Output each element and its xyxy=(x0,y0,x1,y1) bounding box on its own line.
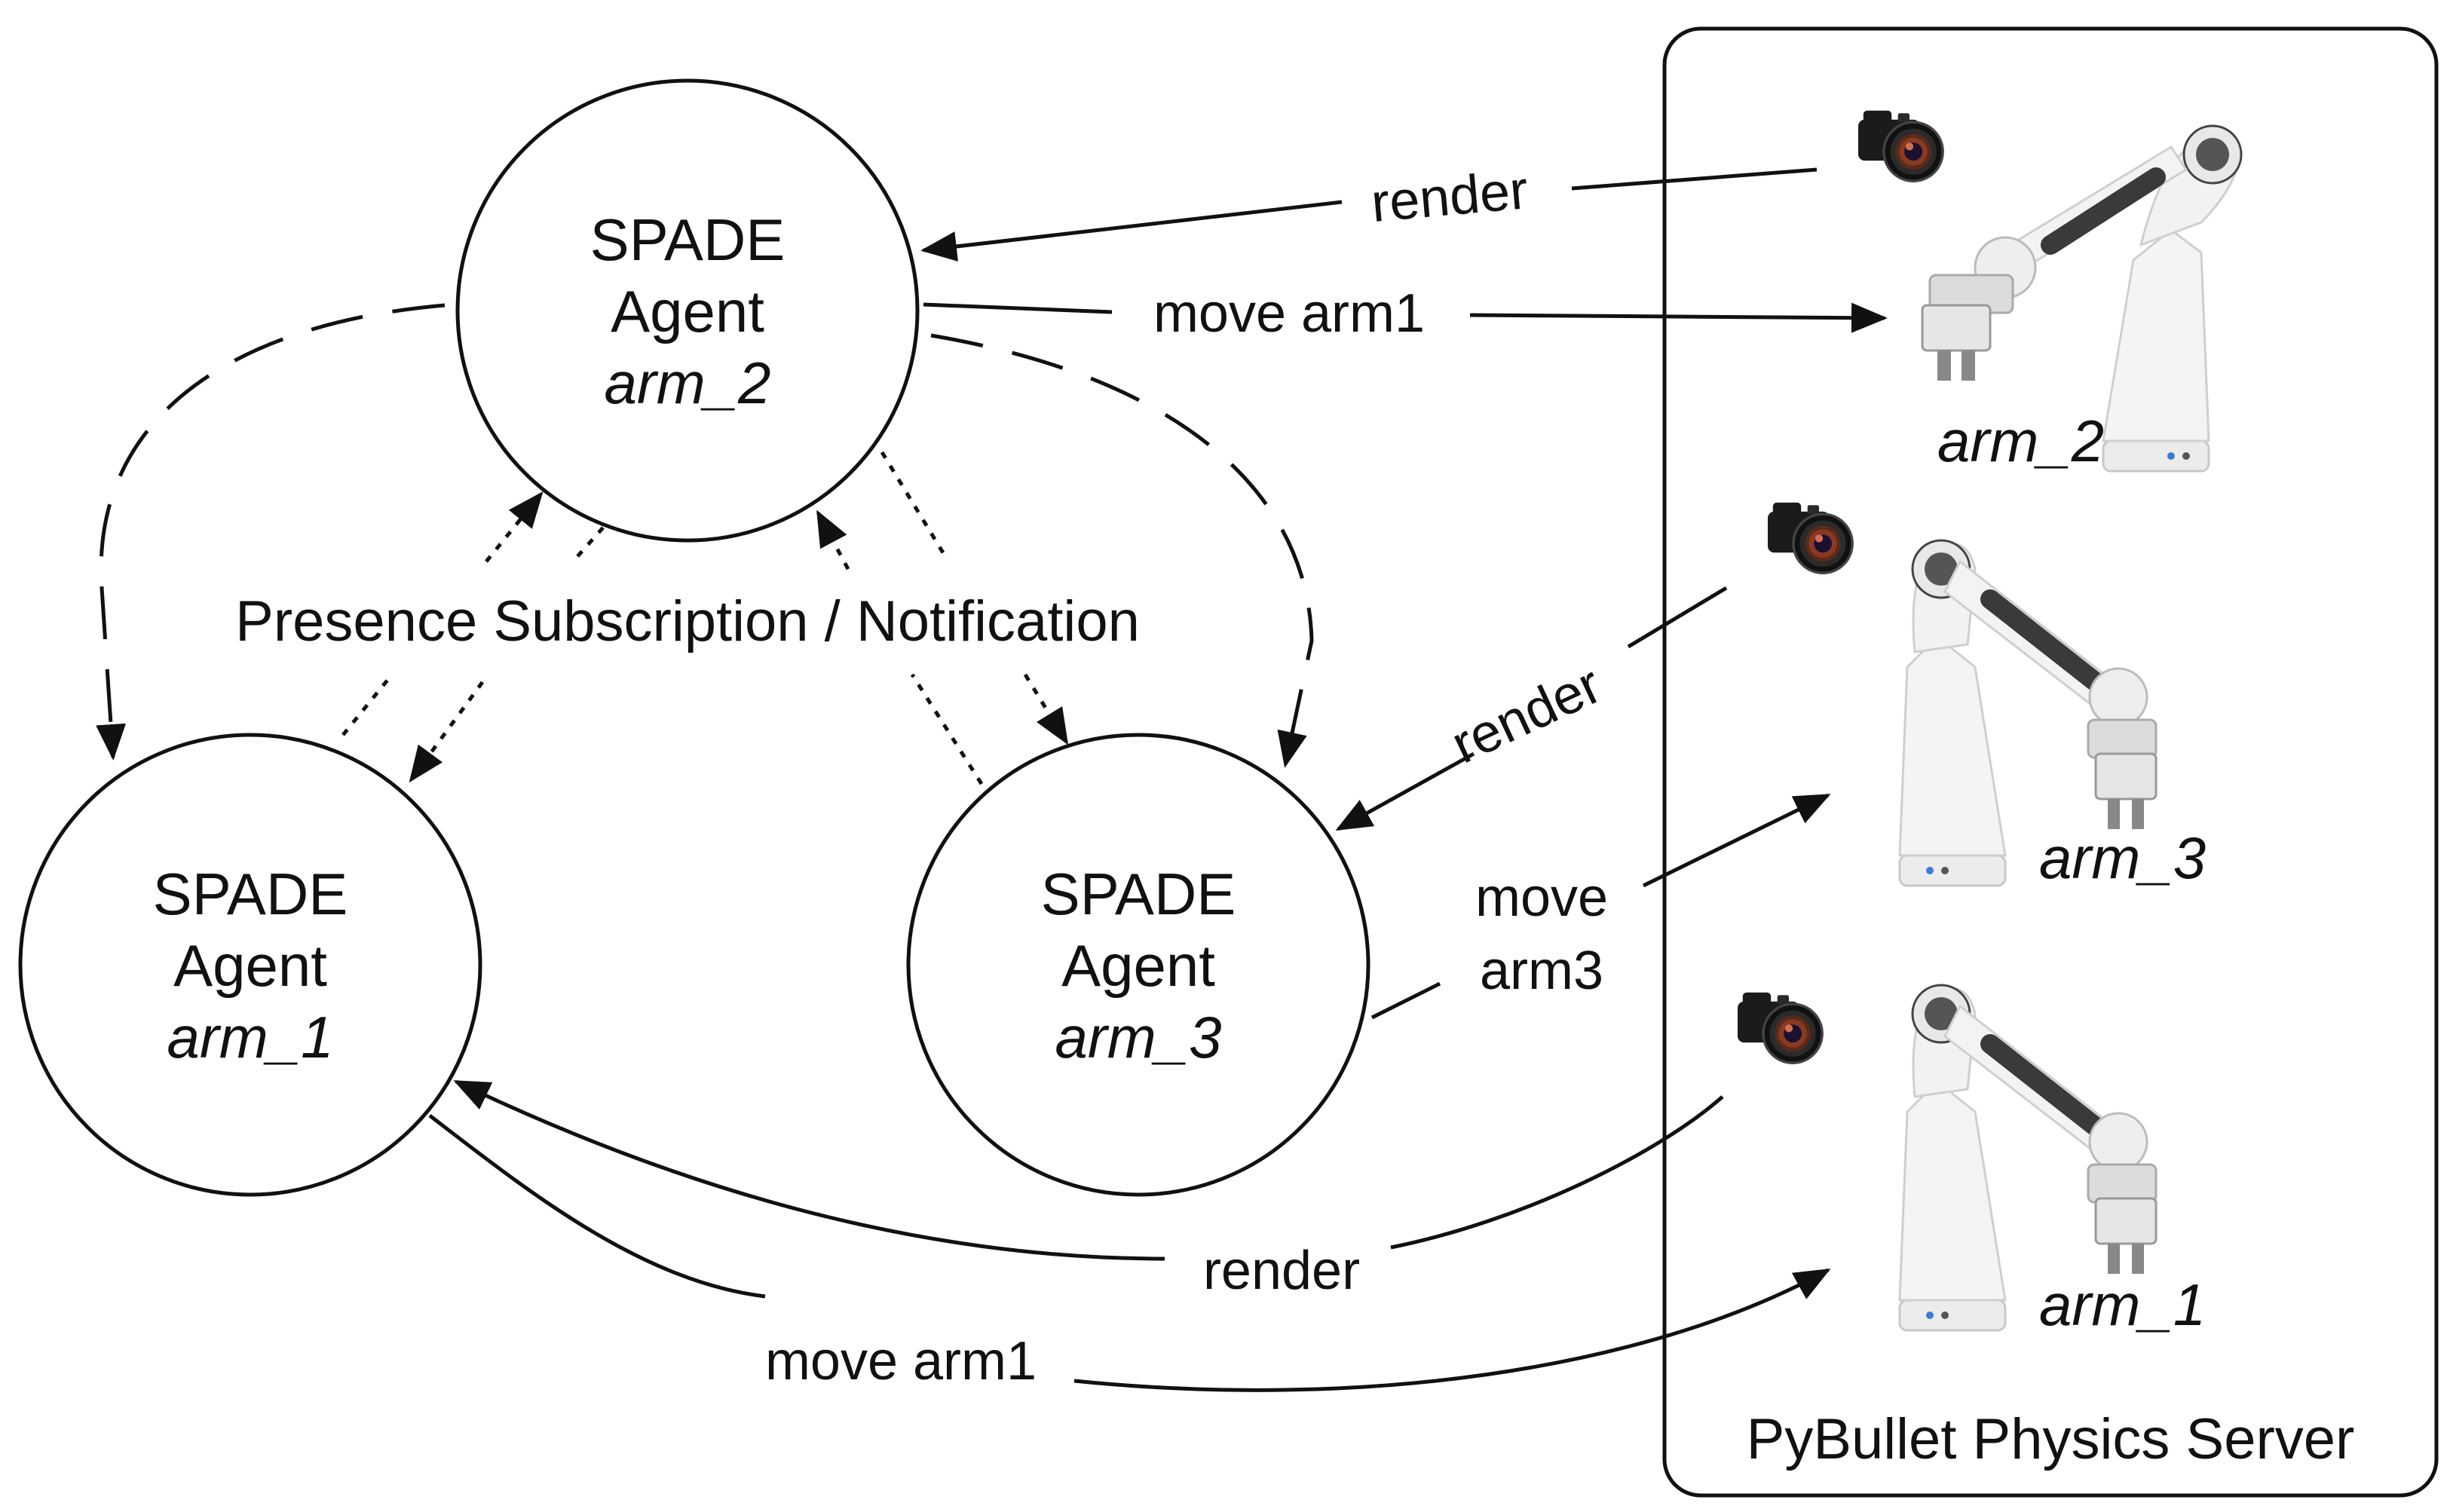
agent-node-arm-3 xyxy=(906,733,1370,1197)
render-edge-arm2 xyxy=(920,200,1343,262)
render-label-arm3: render xyxy=(1443,654,1610,775)
render-label-arm1: render xyxy=(1203,1241,1360,1301)
dashed-edge-arm2-arm1 xyxy=(96,303,446,761)
agent-name: arm_3 xyxy=(1055,1004,1221,1070)
presence-arrow-arm1-to-arm2 xyxy=(341,673,394,736)
move-label-arm1: move arm1 xyxy=(765,1331,1037,1391)
pybullet-server-box xyxy=(1662,26,2439,1498)
agent-name: arm_1 xyxy=(167,1004,333,1070)
camera-icon xyxy=(1736,991,1824,1065)
render-edge-arm1-tail xyxy=(1390,1095,1724,1250)
agent-title: SPADE xyxy=(153,861,348,927)
presence-arrow-arm2-to-arm3 xyxy=(880,451,948,559)
presence-arrow-arm2-to-arm3 xyxy=(1023,673,1069,745)
move-edge-arm2-head xyxy=(1469,302,1888,333)
dashed-edge-arm2-arm3 xyxy=(930,333,1314,768)
server-title: PyBullet Physics Server xyxy=(1747,1407,2355,1471)
server-arm-label: arm_3 xyxy=(2039,825,2206,891)
presence-arrow-arm2-to-arm1 xyxy=(409,681,485,783)
agent-node-arm-2 xyxy=(455,78,920,543)
presence-arrow-arm3-to-arm2 xyxy=(910,673,984,785)
move-label-arm3: move xyxy=(1475,868,1608,928)
render-edge-arm2-tail xyxy=(1571,167,1818,191)
presence-arrow-arm1-to-arm2 xyxy=(485,491,544,563)
render-label-arm2: render xyxy=(1369,160,1530,234)
camera-icon xyxy=(1766,501,1854,574)
move-edge-arm2 xyxy=(923,302,1113,314)
agent-title: SPADE xyxy=(1041,861,1236,927)
move-edge-arm1-tail xyxy=(428,1114,766,1299)
agent-title: SPADE xyxy=(590,207,786,273)
server-arm-label: arm_2 xyxy=(1937,408,2104,474)
agent-name: arm_2 xyxy=(604,350,770,416)
agent-subtitle: Agent xyxy=(611,278,764,344)
presence-arrow-arm2-to-arm1 xyxy=(571,526,605,563)
render-edge-arm3 xyxy=(1335,751,1475,831)
move-label-arm2: move arm1 xyxy=(1153,283,1425,344)
camera-icon xyxy=(1857,109,1944,183)
render-edge-arm1 xyxy=(453,1079,1165,1261)
presence-label: Presence Subscription / Notification xyxy=(235,589,1140,653)
agent-subtitle: Agent xyxy=(173,932,327,999)
agent-subtitle: Agent xyxy=(1061,932,1215,999)
server-arm-label: arm_1 xyxy=(2039,1272,2206,1338)
move-edge-arm3-tail xyxy=(1370,981,1441,1020)
move-label-arm3: arm3 xyxy=(1480,941,1603,1001)
presence-arrow-arm3-to-arm2 xyxy=(816,510,850,571)
render-edge-arm3-tail xyxy=(1627,586,1728,649)
agent-node-arm-1 xyxy=(18,733,482,1197)
move-edge-arm1 xyxy=(1073,1268,1831,1392)
move-edge-arm3 xyxy=(1642,793,1831,888)
